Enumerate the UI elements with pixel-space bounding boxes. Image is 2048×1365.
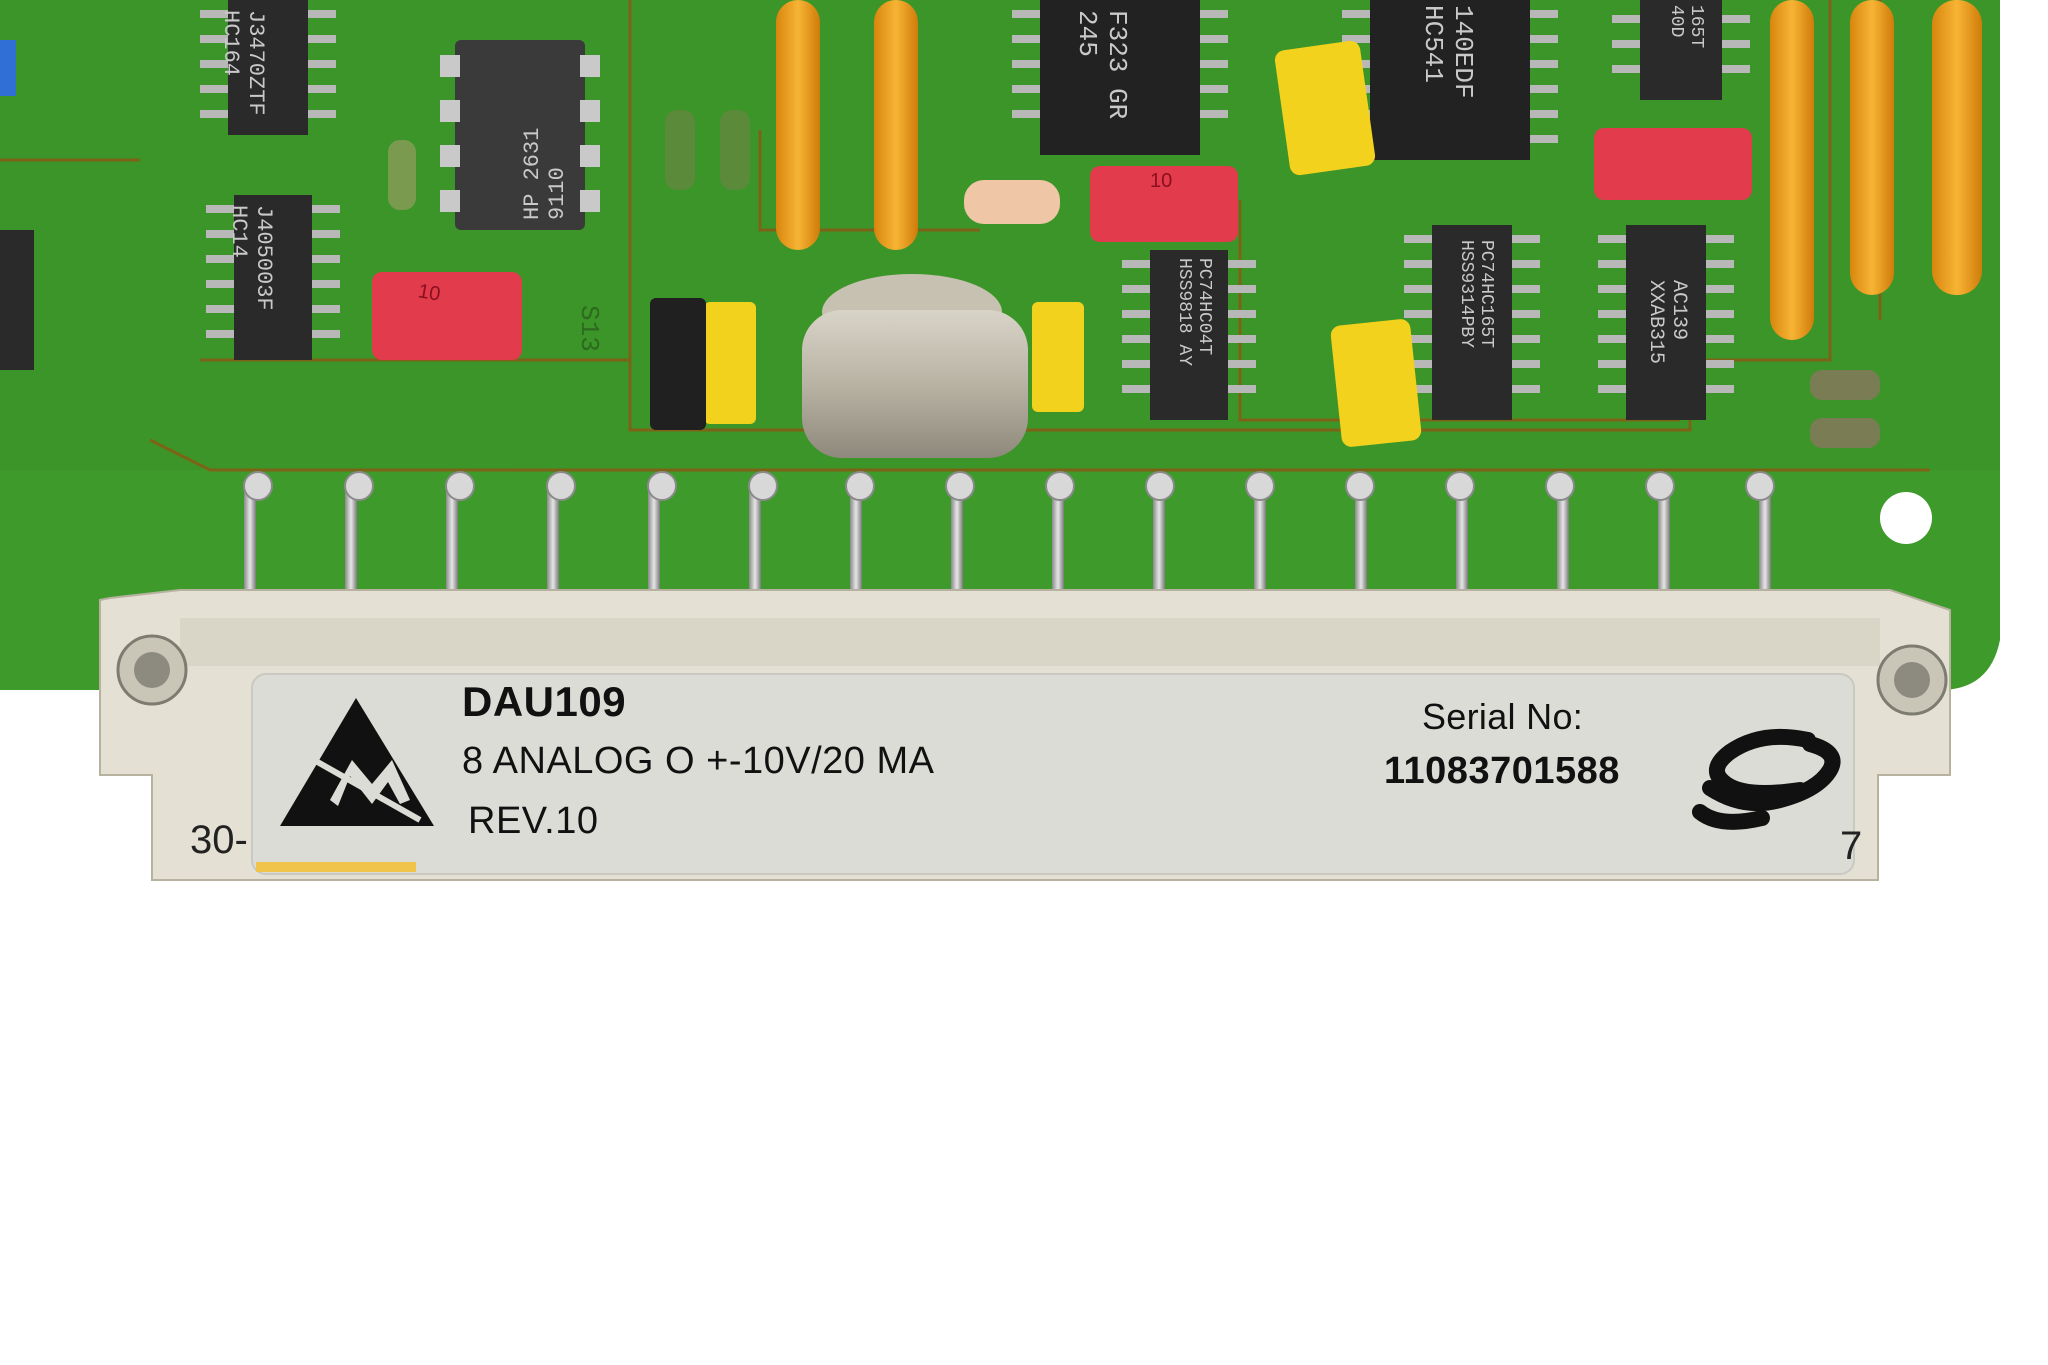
resistor [964,180,1060,224]
esd-warning-icon [280,698,434,826]
ic-chip [200,0,336,135]
red-capacitor [1594,128,1752,200]
ic-chip [1404,225,1540,420]
orange-component [1932,0,1982,295]
mounting-hole [1880,492,1932,544]
resistor [1810,418,1880,448]
pin-heads [243,471,1775,501]
label-sticker [251,673,1855,875]
module-name: DAU109 [462,678,627,725]
silkscreen-text: S13 [574,305,604,352]
jumper-header [650,298,706,430]
orange-component [874,0,918,250]
ic-chip [1012,0,1228,155]
manufacturer-logo-icon [1692,728,1841,830]
serial-number: 11083701588 [1384,750,1620,792]
red-capacitor [1090,166,1238,242]
blue-component [0,40,16,96]
ic-chip [206,195,340,360]
resistor [388,140,416,210]
module-description: 8 ANALOG O +-10V/20 MA [462,740,935,782]
capacitor-marking: 10 [416,280,443,306]
yellow-capacitor [704,302,756,424]
yellow-capacitor [1274,40,1376,176]
module-revision: REV.10 [468,800,599,842]
serial-label: Serial No: [1422,696,1584,737]
orange-component [1770,0,1814,340]
resistor [1810,370,1880,400]
connector-left-marking: 30- [190,818,248,862]
ic-chip [1612,0,1750,100]
ic-chip [1122,250,1256,420]
yellow-capacitor [1032,302,1084,412]
capacitor-marking: 10 [1150,170,1173,192]
ic-chips [200,0,1750,420]
resistor [720,110,750,190]
resistor [665,110,695,190]
connector-right-marking: 7 [1840,824,1863,868]
yellow-capacitor [1330,319,1422,447]
orange-component [776,0,820,250]
orange-component [1850,0,1894,295]
red-capacitor [372,272,522,360]
left-edge-chip [0,230,34,370]
ic-chip [1598,225,1734,420]
ic-chip [440,40,600,230]
crystal-oscillator [802,310,1028,458]
